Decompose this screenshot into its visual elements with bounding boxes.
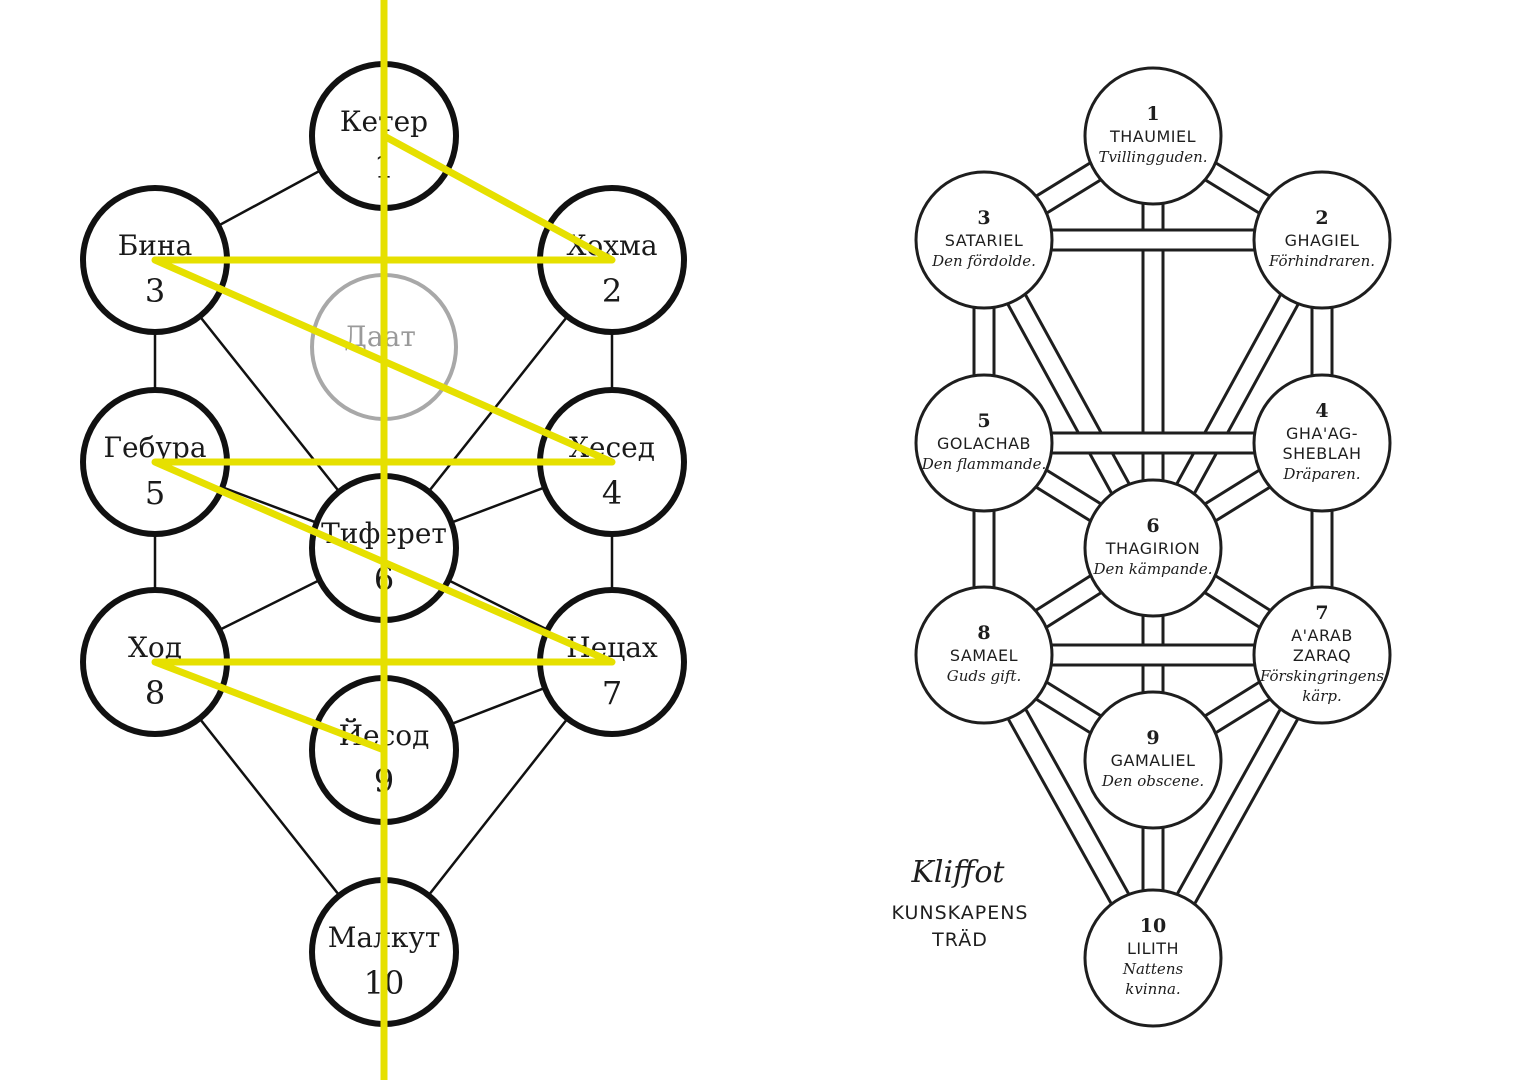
qliphah-description: Tvillingguden. (1098, 148, 1207, 166)
qliphah-description: kvinna. (1125, 980, 1180, 998)
sefira-number: 2 (602, 272, 622, 310)
lightning-flash-path (151, 0, 616, 1080)
qliphah-description: Den fördolde. (931, 252, 1036, 270)
qliphah-number: 10 (1140, 915, 1166, 937)
qliphah-description: Den kämpande. (1092, 560, 1212, 578)
qliphah-number: 8 (977, 622, 990, 644)
lightning-flash-line (151, 132, 616, 754)
qliphah-number: 3 (977, 207, 990, 229)
qliphoth-title: Kliffot (911, 855, 1006, 890)
qliphah-description: Den flammande. (921, 455, 1047, 473)
qliphoth-subtitle-line-2: TRÄD (931, 928, 988, 951)
qliphah-description: Förhindraren. (1268, 252, 1375, 270)
qliphah-circle (1083, 888, 1223, 1028)
qliphah-circle (914, 373, 1054, 513)
sefira-number: 8 (145, 674, 165, 712)
qliphah-circle (1252, 585, 1392, 725)
qliphah-description: Dräparen. (1282, 465, 1360, 483)
qliphah-description: kärp. (1302, 687, 1342, 705)
qliphah-number: 5 (977, 410, 990, 432)
qliphah-circle (1083, 478, 1223, 618)
qliphah-number: 9 (1146, 727, 1159, 749)
qliphah-name: THAUMIEL (1109, 127, 1196, 146)
qliphah-name: GHAGIEL (1285, 231, 1360, 250)
qliphah-circle (1252, 373, 1392, 513)
qliphah-number: 7 (1315, 602, 1328, 624)
qliphah-name: GAMALIEL (1111, 751, 1196, 770)
qliphah-description: Nattens (1122, 960, 1184, 978)
qliphah-number: 1 (1146, 103, 1159, 125)
sefira-number: 5 (145, 474, 165, 512)
qliphah-circle (914, 585, 1054, 725)
qliphah-number: 2 (1315, 207, 1328, 229)
sefira-number: 4 (602, 474, 622, 512)
qliphah-description: Den obscene. (1101, 772, 1204, 790)
tree-of-life-diagram: Даат Кетер1Хохма2Бина3Хесед4Гебура5Тифер… (80, 0, 687, 1080)
qliphah-circle (1252, 170, 1392, 310)
sefira-number: 7 (602, 674, 622, 712)
qliphah-description: Förskingringens (1259, 667, 1384, 685)
qliphah-name: LILITH (1127, 939, 1179, 958)
qliphah-name: THAGIRION (1105, 539, 1200, 558)
qliphah-description: Guds gift. (947, 667, 1021, 685)
qliphah-name: ZARAQ (1293, 646, 1351, 665)
qliphah-number: 4 (1315, 400, 1328, 422)
qliphoth-title-block: Kliffot KUNSKAPENS TRÄD (892, 855, 1029, 951)
qliphah-circle (914, 170, 1054, 310)
sefira-number: 3 (145, 272, 165, 310)
qliphoth-subtitle-line-1: KUNSKAPENS (892, 902, 1029, 924)
qliphah-name: GOLACHAB (937, 434, 1031, 453)
qliphah-circle (1083, 690, 1223, 830)
qliphah-name: SATARIEL (945, 231, 1024, 250)
qliphah-circle (1083, 66, 1223, 206)
qliphah-name: A'ARAB (1291, 626, 1353, 645)
qliphah-name: GHA'AG- (1286, 424, 1358, 443)
qliphah-number: 6 (1146, 515, 1159, 537)
qliphah-name: SAMAEL (950, 646, 1018, 665)
qliphah-name: SHEBLAH (1282, 444, 1361, 463)
